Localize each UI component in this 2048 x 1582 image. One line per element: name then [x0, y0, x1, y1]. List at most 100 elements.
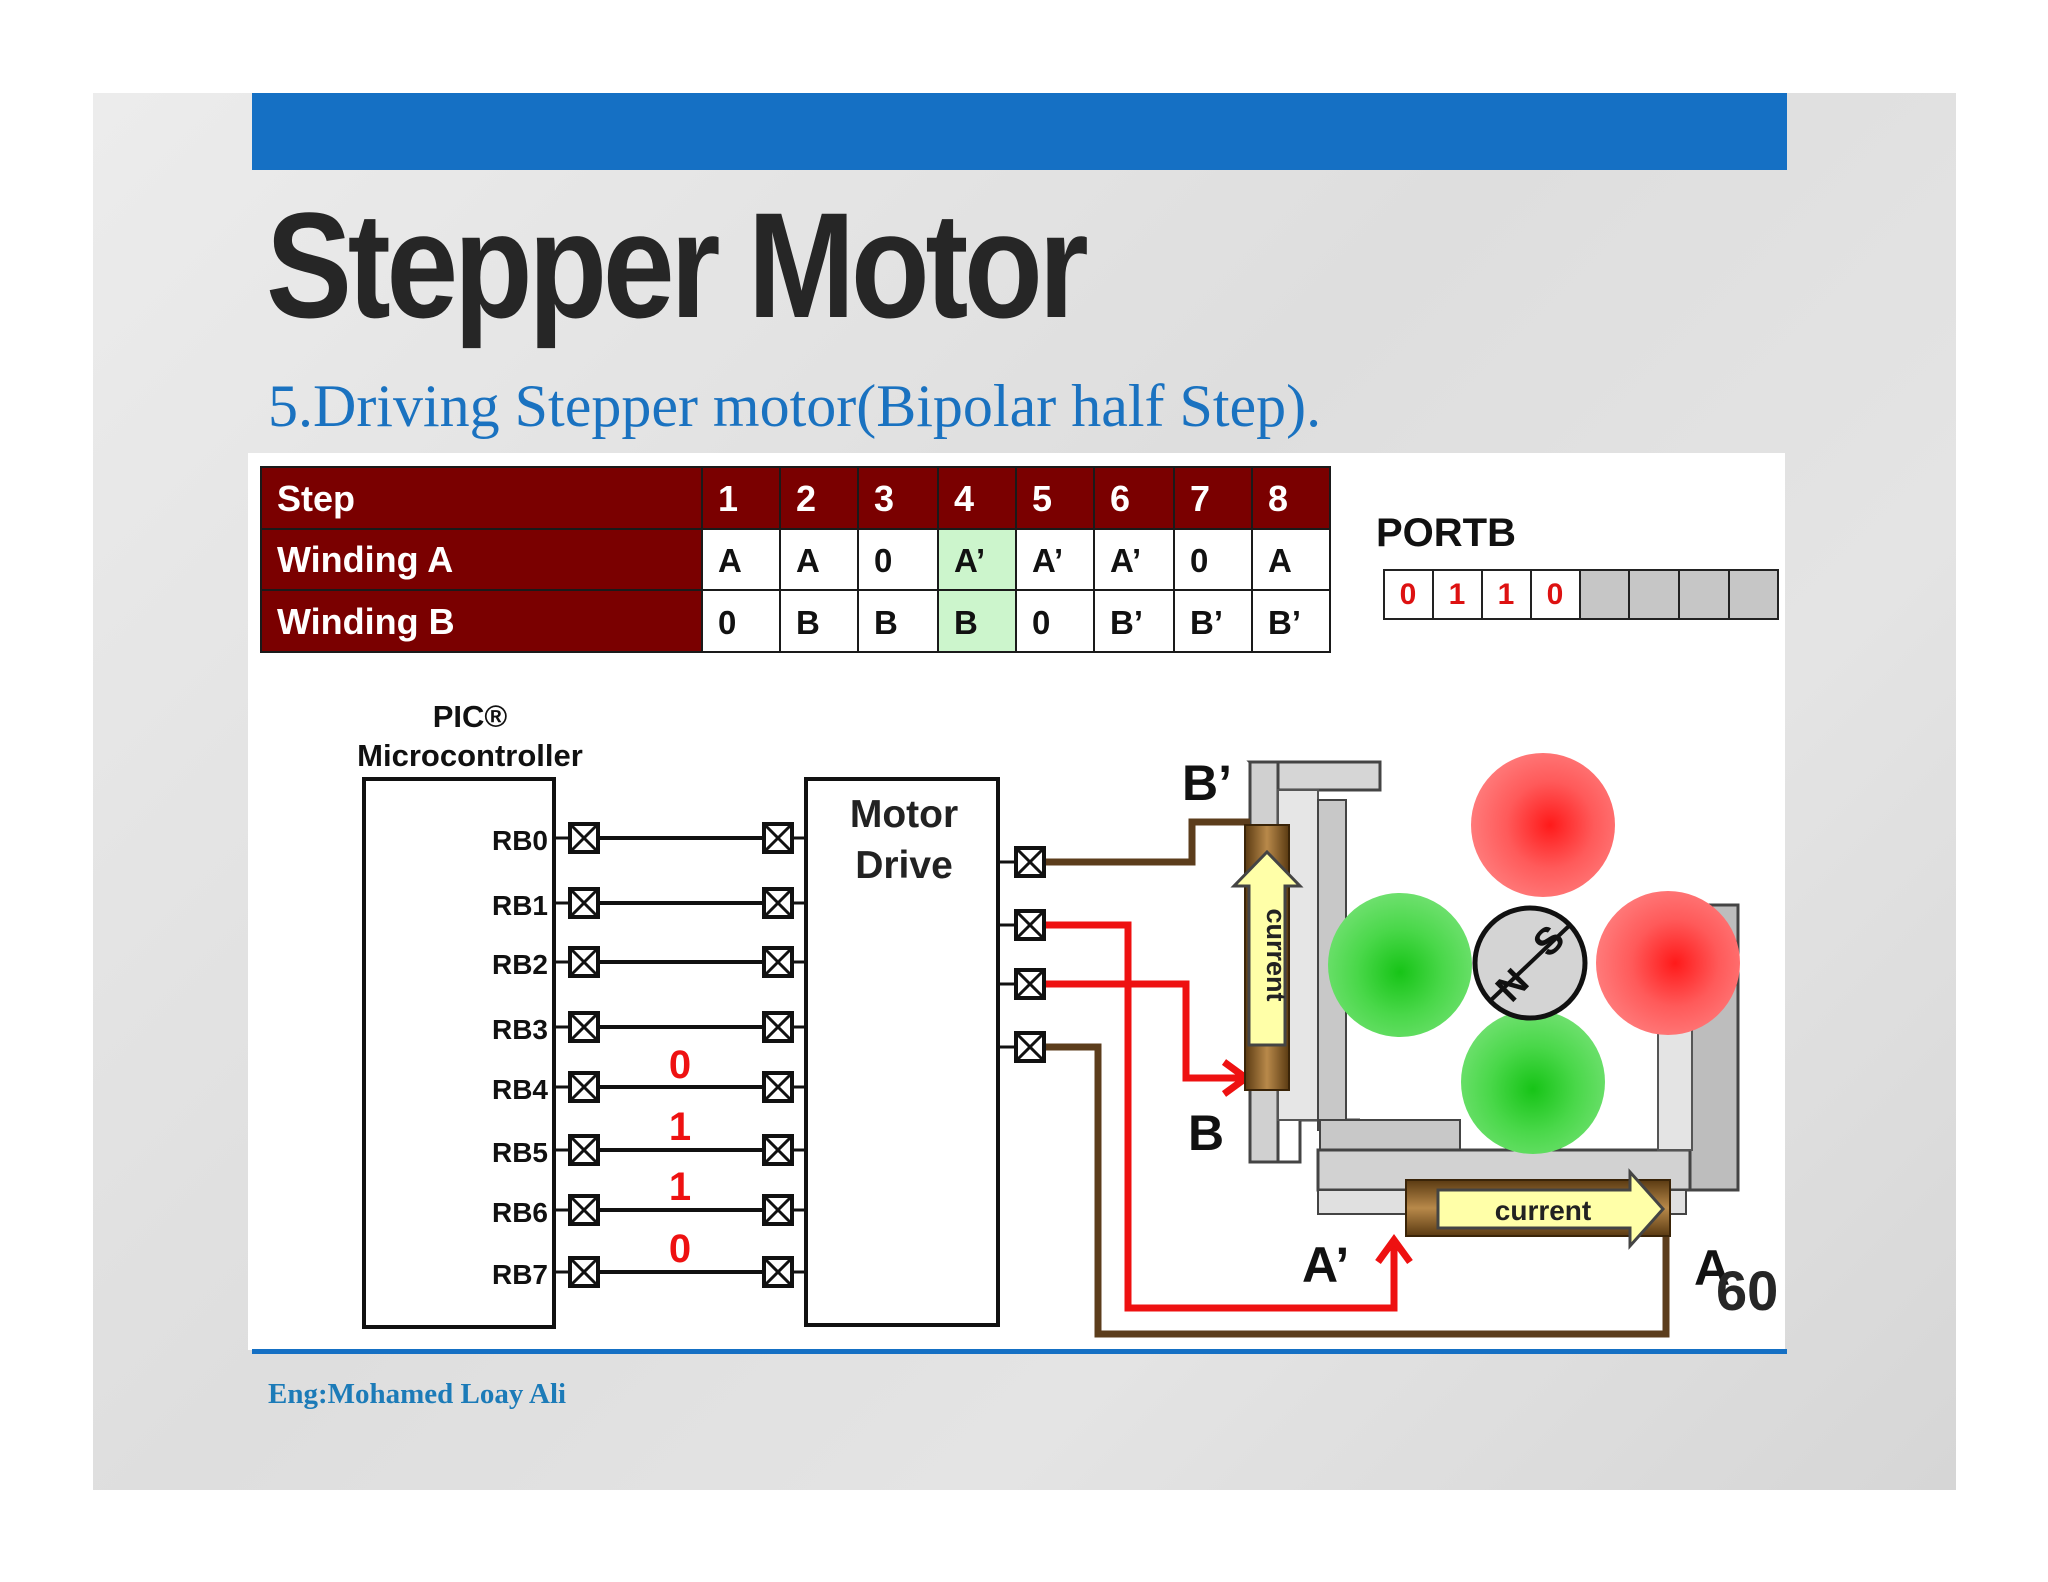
wire-bit-value: 0 [669, 1043, 691, 1087]
winding-a-cell: A [796, 542, 820, 579]
arrow-into-a-prime [1375, 1234, 1413, 1265]
pin-terminal-right [762, 1194, 794, 1226]
step-number-cell: 6 [1110, 478, 1130, 519]
portb-bit: 0 [1547, 578, 1564, 611]
driver-output-terminal [1014, 909, 1046, 941]
footer-rule [252, 1349, 1787, 1354]
winding-a-cell: A’ [1032, 542, 1063, 579]
pin-terminal-left [568, 1256, 600, 1288]
terminal-b: B [1188, 1105, 1224, 1161]
step-number-cell: 4 [954, 478, 974, 519]
pin-terminal-left [568, 1071, 600, 1103]
pic-microcontroller: PIC® Microcontroller RB0RB1RB2RB3RB4RB5R… [357, 699, 806, 1329]
driver-output-terminal [1014, 1031, 1046, 1063]
portb-bit: 1 [1449, 578, 1466, 611]
winding-b-cell: B’ [1190, 604, 1223, 641]
winding-a-cell: 0 [874, 542, 892, 579]
wire-b-active [1046, 980, 1240, 1082]
winding-b-cell: B [954, 604, 978, 641]
pin-terminal-right [762, 1011, 794, 1043]
step-number-cells: 1 2 3 4 5 6 7 8 [718, 478, 1288, 519]
current-arrow-vertical [1230, 849, 1304, 1047]
driver-output-terminal [1014, 968, 1046, 1000]
terminal-a-prime: A’ [1302, 1237, 1349, 1293]
pic-body [362, 777, 556, 1329]
pole-left-green [1328, 893, 1472, 1037]
pin-label: RB2 [492, 949, 548, 980]
current-arrow-horizontal [1436, 1168, 1666, 1250]
pin-label: RB3 [492, 1014, 548, 1045]
pin-terminal-right [762, 946, 794, 978]
pin-label: RB6 [492, 1197, 548, 1228]
row-label-winding-a: Winding A [277, 539, 453, 580]
pin-label: RB4 [492, 1074, 548, 1105]
slide-subtitle: 5.Driving Stepper motor(Bipolar half Ste… [268, 373, 1322, 439]
winding-b-cell: B’ [1268, 604, 1301, 641]
pin-rb3: RB3 [492, 1011, 806, 1045]
current-label-vertical: current [1261, 908, 1291, 1001]
winding-a-cell: A [1268, 542, 1292, 579]
step-number-cell: 5 [1032, 478, 1052, 519]
row-label-step: Step [277, 478, 355, 519]
pole-right-red [1596, 891, 1740, 1035]
pin-terminal-left [568, 887, 600, 919]
pin-terminal-left [568, 822, 600, 854]
stator-poles [1328, 753, 1740, 1154]
motor-drive-body [804, 777, 1000, 1327]
pin-rb6: RB6 [492, 1194, 806, 1228]
wire-bit-value: 1 [669, 1165, 691, 1209]
author-footer: Eng:Mohamed Loay Ali [268, 1378, 567, 1410]
page-number: 60 [1716, 1259, 1778, 1322]
coil-a: current [1405, 1168, 1671, 1250]
winding-a-cell: A’ [1110, 542, 1141, 579]
slide-title: Stepper Motor [266, 181, 1089, 349]
winding-b-cell: 0 [1032, 604, 1050, 641]
pin-terminal-left [568, 1194, 600, 1226]
pin-label: RB0 [492, 825, 548, 856]
pin-rb5: RB5 [492, 1134, 806, 1168]
winding-b-cell: B’ [1110, 604, 1143, 641]
pic-label: PIC® [433, 699, 508, 734]
motor-drive-outputs [998, 846, 1046, 1063]
step-number-cell: 1 [718, 478, 738, 519]
wire-bit-value: 1 [669, 1105, 691, 1149]
pole-bottom-green [1461, 1010, 1605, 1154]
pin-rb7: RB7 [492, 1256, 806, 1290]
wire-a [1046, 1043, 1670, 1338]
motor-drive-label-2: Drive [855, 844, 953, 887]
step-number-cell: 2 [796, 478, 816, 519]
winding-a-cell: A [718, 542, 742, 579]
step-number-cell: 7 [1190, 478, 1210, 519]
pin-rb4: RB4 [492, 1071, 806, 1105]
pin-label: RB1 [492, 890, 548, 921]
portb-bit: 1 [1498, 578, 1515, 611]
portb-bit: 0 [1400, 578, 1417, 611]
pin-rb1: RB1 [492, 887, 806, 921]
current-label-horizontal: current [1495, 1195, 1591, 1226]
terminal-b-prime: B’ [1182, 755, 1232, 811]
pin-terminal-left [568, 1134, 600, 1166]
coil-b: current [1230, 824, 1304, 1091]
pin-terminal-right [762, 1071, 794, 1103]
driver-output-terminal [1014, 846, 1046, 878]
pin-terminal-right [762, 1256, 794, 1288]
terminal-a: A [1694, 1240, 1730, 1296]
wire-b-prime [1046, 818, 1250, 866]
pin-label: RB5 [492, 1137, 548, 1168]
pole-top-red [1471, 753, 1615, 897]
pin-label: RB7 [492, 1259, 548, 1290]
pin-rb2: RB2 [492, 946, 806, 980]
pin-rb0: RB0 [492, 822, 806, 856]
step-number-cell: 3 [874, 478, 894, 519]
microcontroller-label: Microcontroller [357, 738, 583, 773]
step-number-cell: 8 [1268, 478, 1288, 519]
winding-a-cell: 0 [1190, 542, 1208, 579]
winding-b-cell: B [796, 604, 820, 641]
pin-terminal-left [568, 1011, 600, 1043]
